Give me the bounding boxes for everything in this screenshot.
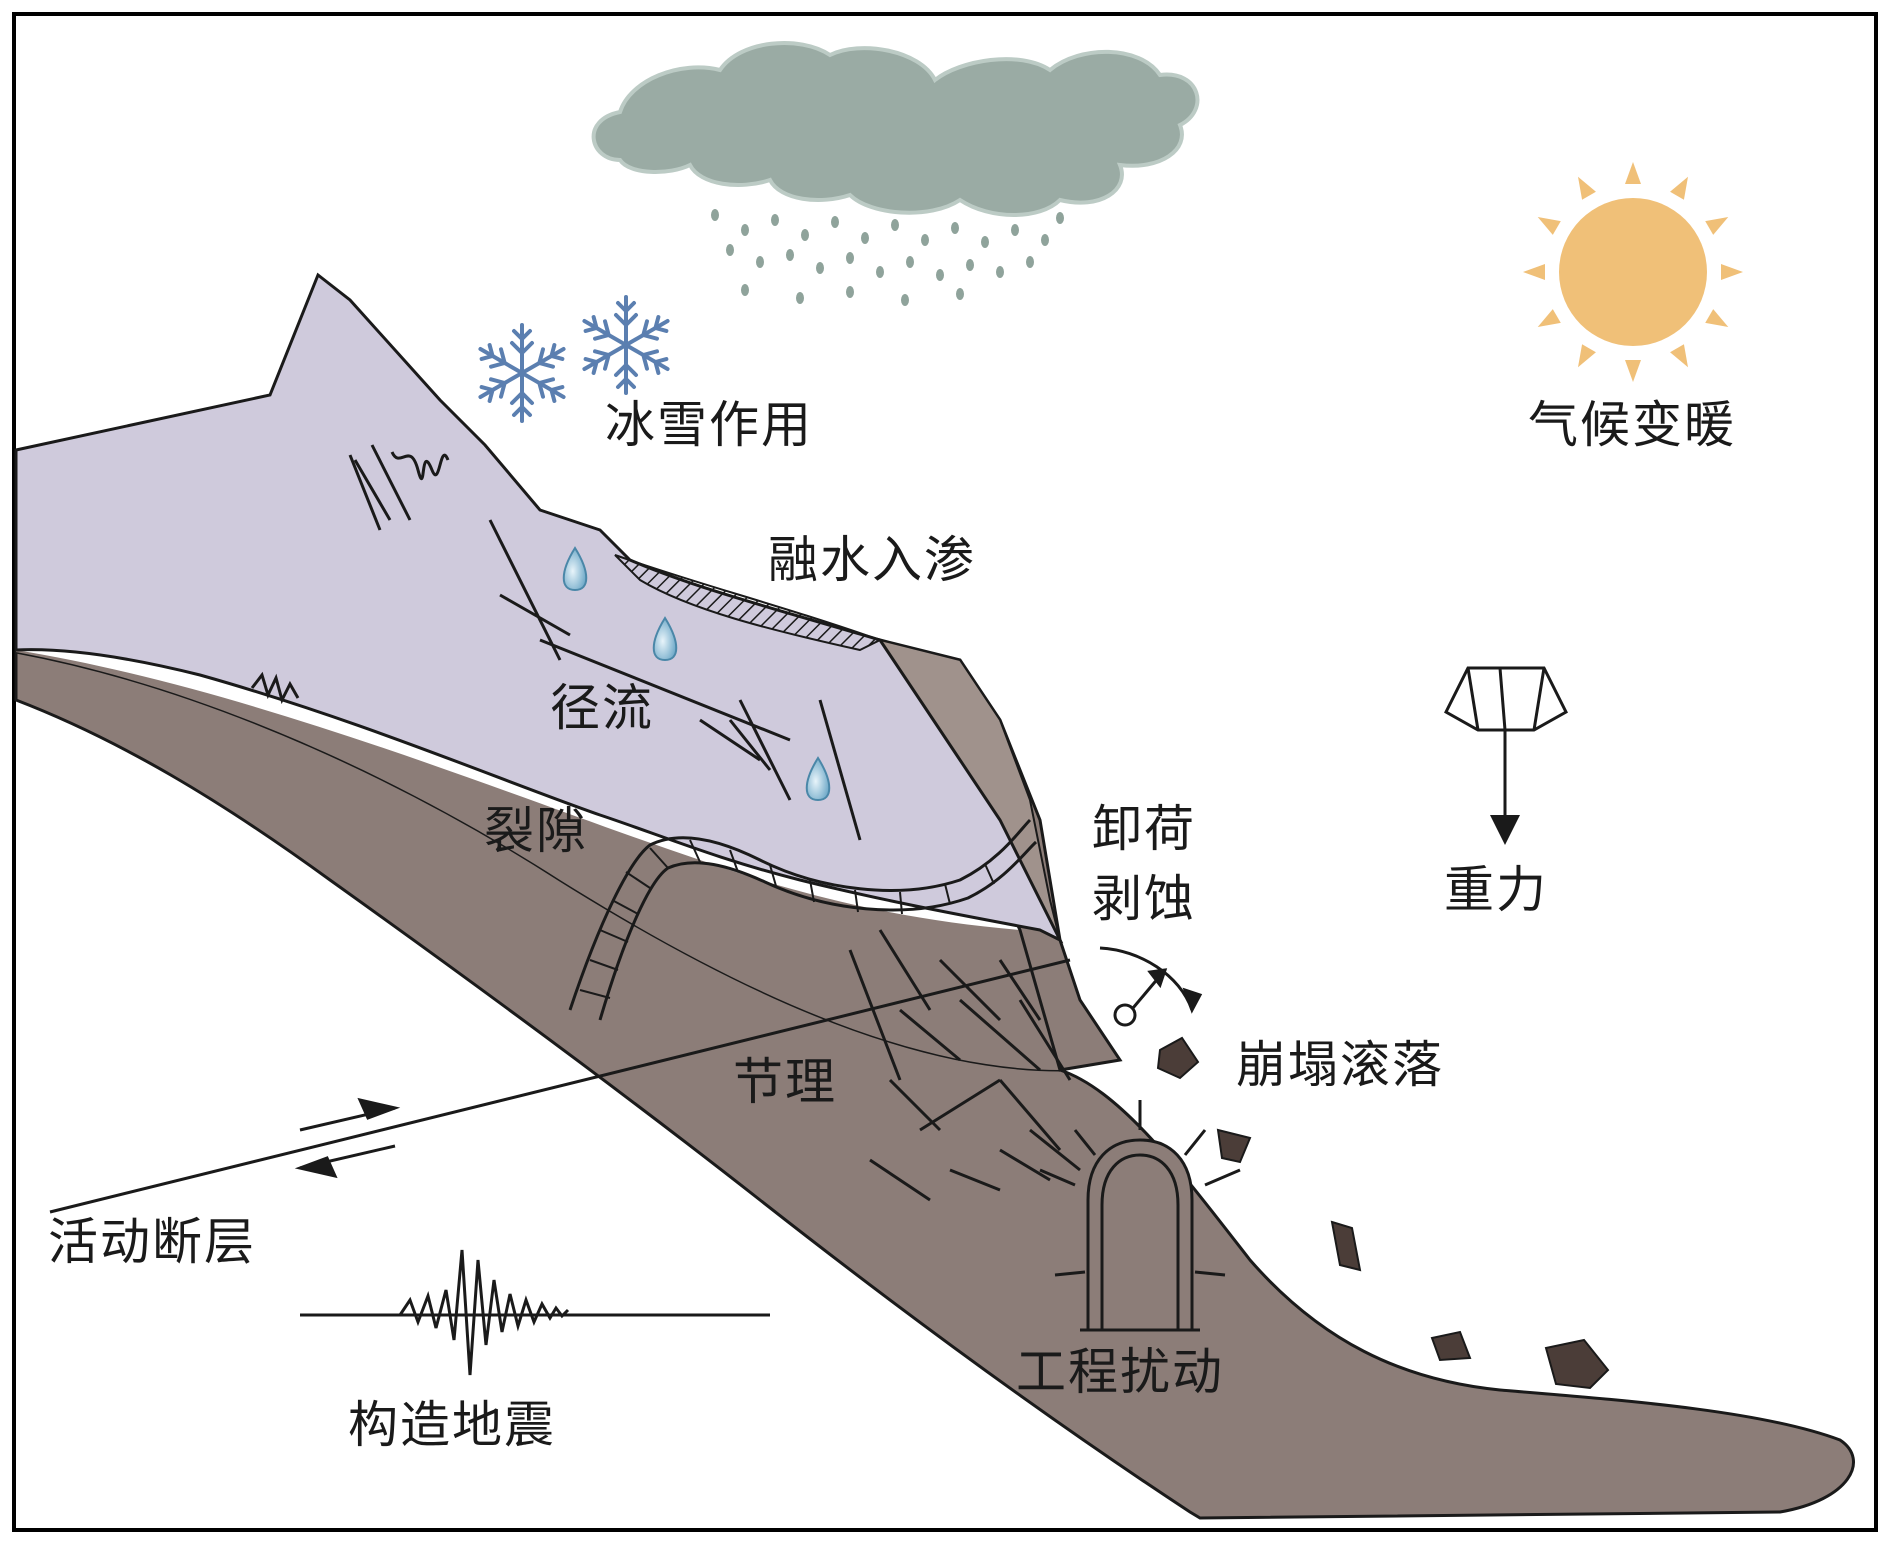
label-runoff: 径流 (550, 679, 654, 737)
water-drop-icons (562, 546, 831, 802)
cloud-icon (591, 41, 1200, 217)
rock-zigzag (250, 671, 300, 705)
crack-band-inner (598, 840, 1038, 1021)
label-active-fault: 活动断层 (48, 1213, 256, 1271)
active-fault-line (49, 958, 1071, 1214)
gravity-weight-icon (1444, 666, 1568, 732)
label-meltwater: 融水入渗 (768, 531, 976, 589)
sun-icon (1523, 162, 1743, 382)
label-joint: 节理 (733, 1053, 837, 1111)
label-climate-warming: 气候变暖 (1528, 396, 1736, 454)
fault-arrows (294, 1097, 401, 1179)
snowflake-icon (473, 323, 571, 423)
glacier-fractures (348, 444, 862, 841)
rain-icon (711, 209, 1064, 306)
rock-joints (848, 929, 1081, 1202)
meltwater-sheet (614, 554, 883, 652)
gravity-arrow-head (1490, 815, 1520, 845)
boulders (1156, 1036, 1610, 1390)
rock-upper (16, 650, 1060, 1070)
label-gravity: 重力 (1444, 861, 1548, 919)
label-earthquake: 构造地震 (348, 1396, 556, 1454)
crack-band-ticks (579, 839, 995, 999)
label-unloading-1: 卸荷 (1092, 800, 1196, 858)
label-engineering: 工程扰动 (1016, 1343, 1224, 1401)
seismograph-icon (300, 1249, 770, 1376)
label-unloading-2: 剥蚀 (1092, 870, 1196, 928)
label-ice-snow: 冰雪作用 (605, 396, 813, 454)
crack-band (568, 818, 1032, 1011)
label-rockfall: 崩塌滚落 (1236, 1036, 1444, 1094)
unloading-rotation-icon (1099, 946, 1203, 1027)
tunnel-icon (1039, 1100, 1241, 1332)
label-crack: 裂隙 (484, 802, 588, 860)
